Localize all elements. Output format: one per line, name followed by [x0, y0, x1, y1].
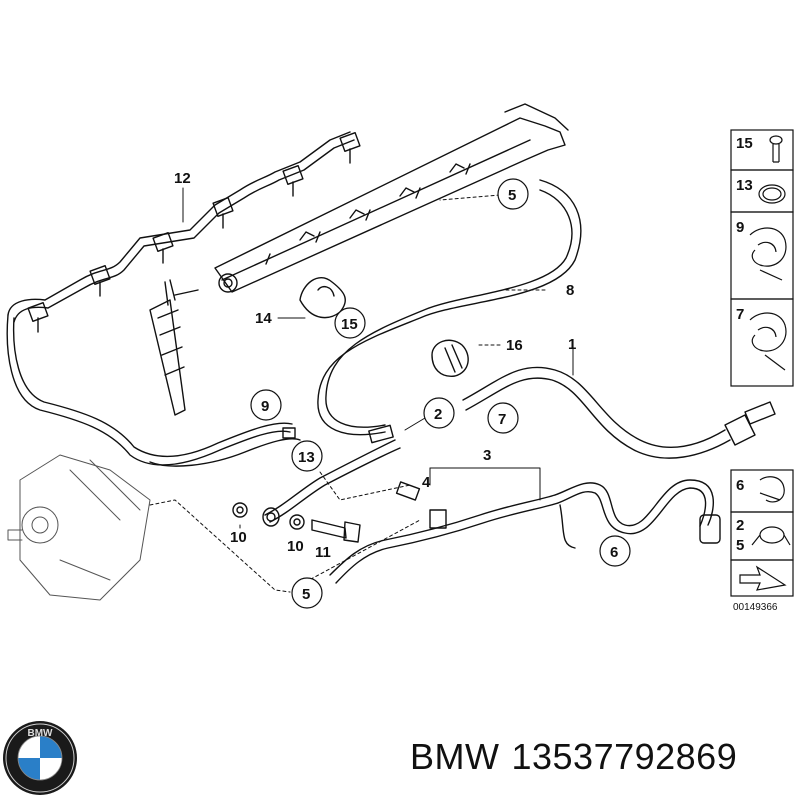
spring-clamp-icon	[751, 526, 791, 546]
callout-15: 15	[341, 316, 358, 333]
washers-bolt	[232, 502, 361, 543]
callout-5-top: 5	[508, 187, 516, 204]
side-label-2: 2	[736, 517, 744, 534]
fuel-rail	[214, 103, 569, 293]
callout-16: 16	[506, 337, 523, 354]
line-13	[264, 424, 401, 523]
side-label-6: 6	[736, 477, 744, 494]
hose-clamp-icon	[758, 184, 786, 204]
callout-3: 3	[483, 447, 491, 464]
leader-lines	[149, 194, 546, 593]
callout-14: 14	[255, 310, 272, 327]
callout-1: 1	[568, 336, 576, 353]
callout-11: 11	[315, 544, 331, 561]
part-number: 13537792869	[511, 736, 738, 777]
drawing-code: 00149366	[733, 602, 778, 613]
clip-6-icon	[759, 476, 785, 503]
leak-off-line	[6, 131, 361, 466]
clip-9-icon	[749, 227, 787, 281]
side-label-7: 7	[736, 306, 744, 323]
callout-12: 12	[174, 170, 191, 187]
part-title: BMW 13537792869	[410, 736, 790, 778]
injector	[149, 279, 199, 416]
brand-name: BMW	[410, 736, 500, 777]
high-pressure-pump	[7, 454, 151, 601]
side-label-13: 13	[736, 177, 753, 194]
clip-7-icon	[749, 312, 787, 371]
callout-6: 6	[610, 544, 618, 561]
line-9	[149, 427, 301, 467]
bolt-part-icon	[769, 135, 783, 163]
svg-text:BMW: BMW	[28, 728, 54, 739]
callouts: 12 14 15 5 8 16 1 9 2 7 13 3 4 10 10 11 …	[174, 170, 631, 609]
side-label-15: 15	[736, 135, 753, 152]
bmw-logo: BMW	[3, 721, 77, 795]
callout-10a: 10	[230, 529, 247, 546]
hose-1	[462, 366, 776, 459]
clip-part	[299, 276, 346, 319]
callout-9: 9	[261, 398, 269, 415]
callout-7: 7	[498, 411, 506, 428]
leader-solid	[182, 187, 574, 529]
callout-8: 8	[566, 282, 574, 299]
callout-2: 2	[434, 406, 442, 423]
hose-3	[329, 479, 721, 584]
side-panel	[730, 129, 794, 597]
side-panel-labels: 15 13 9 7 6 2 5 00149366	[733, 135, 778, 613]
callout-13: 13	[298, 449, 315, 466]
arrow-icon	[739, 565, 787, 591]
callout-4: 4	[422, 474, 431, 491]
side-label-9: 9	[736, 219, 744, 236]
grommet	[431, 339, 469, 377]
callout-10b: 10	[287, 538, 304, 555]
callout-5-bottom: 5	[302, 586, 310, 603]
side-label-5: 5	[736, 537, 744, 554]
hose-8	[317, 179, 582, 436]
